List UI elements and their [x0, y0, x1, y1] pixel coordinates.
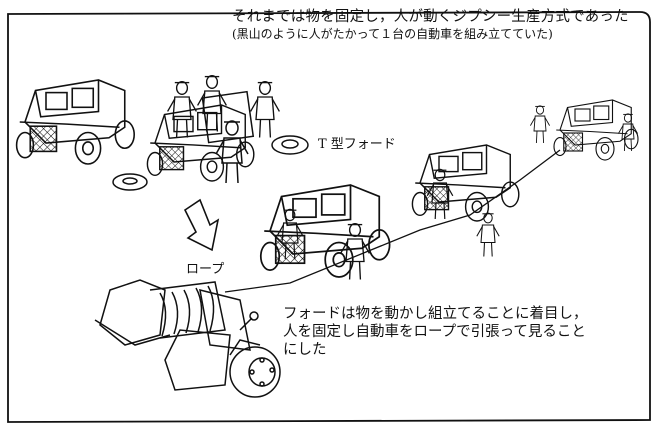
car-line-3 [553, 99, 639, 161]
worker [529, 105, 551, 144]
caption-bottom: フォードは物を動かし組立てることに着目し， 人を固定し自動車をロープで引張って見… [283, 305, 588, 359]
caption-bottom-line: にした [283, 342, 327, 358]
frame-border [7, 11, 651, 423]
tire [271, 135, 309, 155]
tire [112, 173, 148, 191]
worker [249, 81, 281, 139]
car-line-2 [411, 144, 520, 222]
worker [476, 212, 500, 258]
arrow-icon [183, 198, 220, 252]
worker [339, 223, 371, 281]
caption-top-line1: それまでは物を固定し，人が動くジプシー生産方式であった [232, 9, 629, 25]
caption-bottom-line: フォードは物を動かし組立てることに着目し， [283, 306, 588, 322]
worker [617, 113, 639, 152]
label-model-t: T 型フォード [318, 137, 396, 152]
caption-bottom-line: 人を固定し自動車をロープで引張って見ること [283, 324, 586, 340]
caption-top-line2: (黒山のように人がたかって１台の自動車を組み立てていた) [232, 27, 553, 41]
car-static [15, 79, 135, 165]
label-rope: ロープ [186, 262, 225, 277]
rope [224, 149, 561, 293]
winch-machine [94, 279, 281, 398]
